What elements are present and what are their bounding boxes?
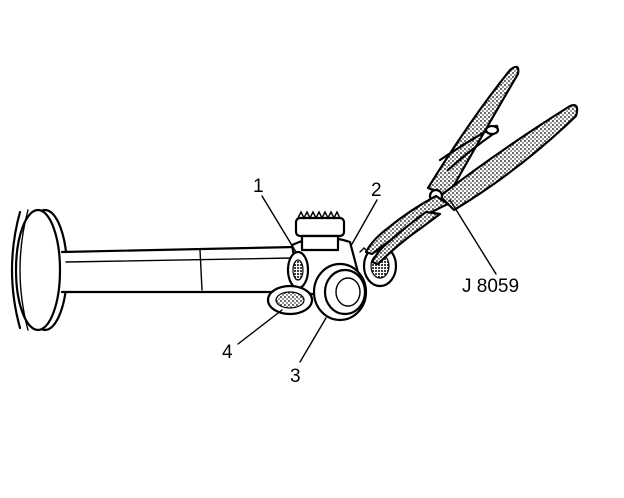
- leader-1: [261, 195, 297, 253]
- tool-label: J 8059: [462, 276, 519, 297]
- snap-ring-pliers: [364, 65, 579, 266]
- axle-flange: [10, 208, 69, 332]
- callout-1: 1: [253, 176, 264, 197]
- bearing-cup-3: [312, 262, 368, 322]
- callout-2: 2: [371, 180, 382, 201]
- axle-shaft: [60, 245, 302, 294]
- leader-2: [351, 199, 378, 245]
- bearing-cup-1: [286, 250, 310, 290]
- leader-4: [237, 309, 283, 345]
- leader-tool: [449, 199, 497, 275]
- bearing-cup-4: [266, 284, 314, 316]
- callout-3: 3: [290, 366, 301, 387]
- leader-lines: [237, 195, 497, 363]
- leader-3: [299, 317, 327, 363]
- callout-4: 4: [222, 342, 233, 363]
